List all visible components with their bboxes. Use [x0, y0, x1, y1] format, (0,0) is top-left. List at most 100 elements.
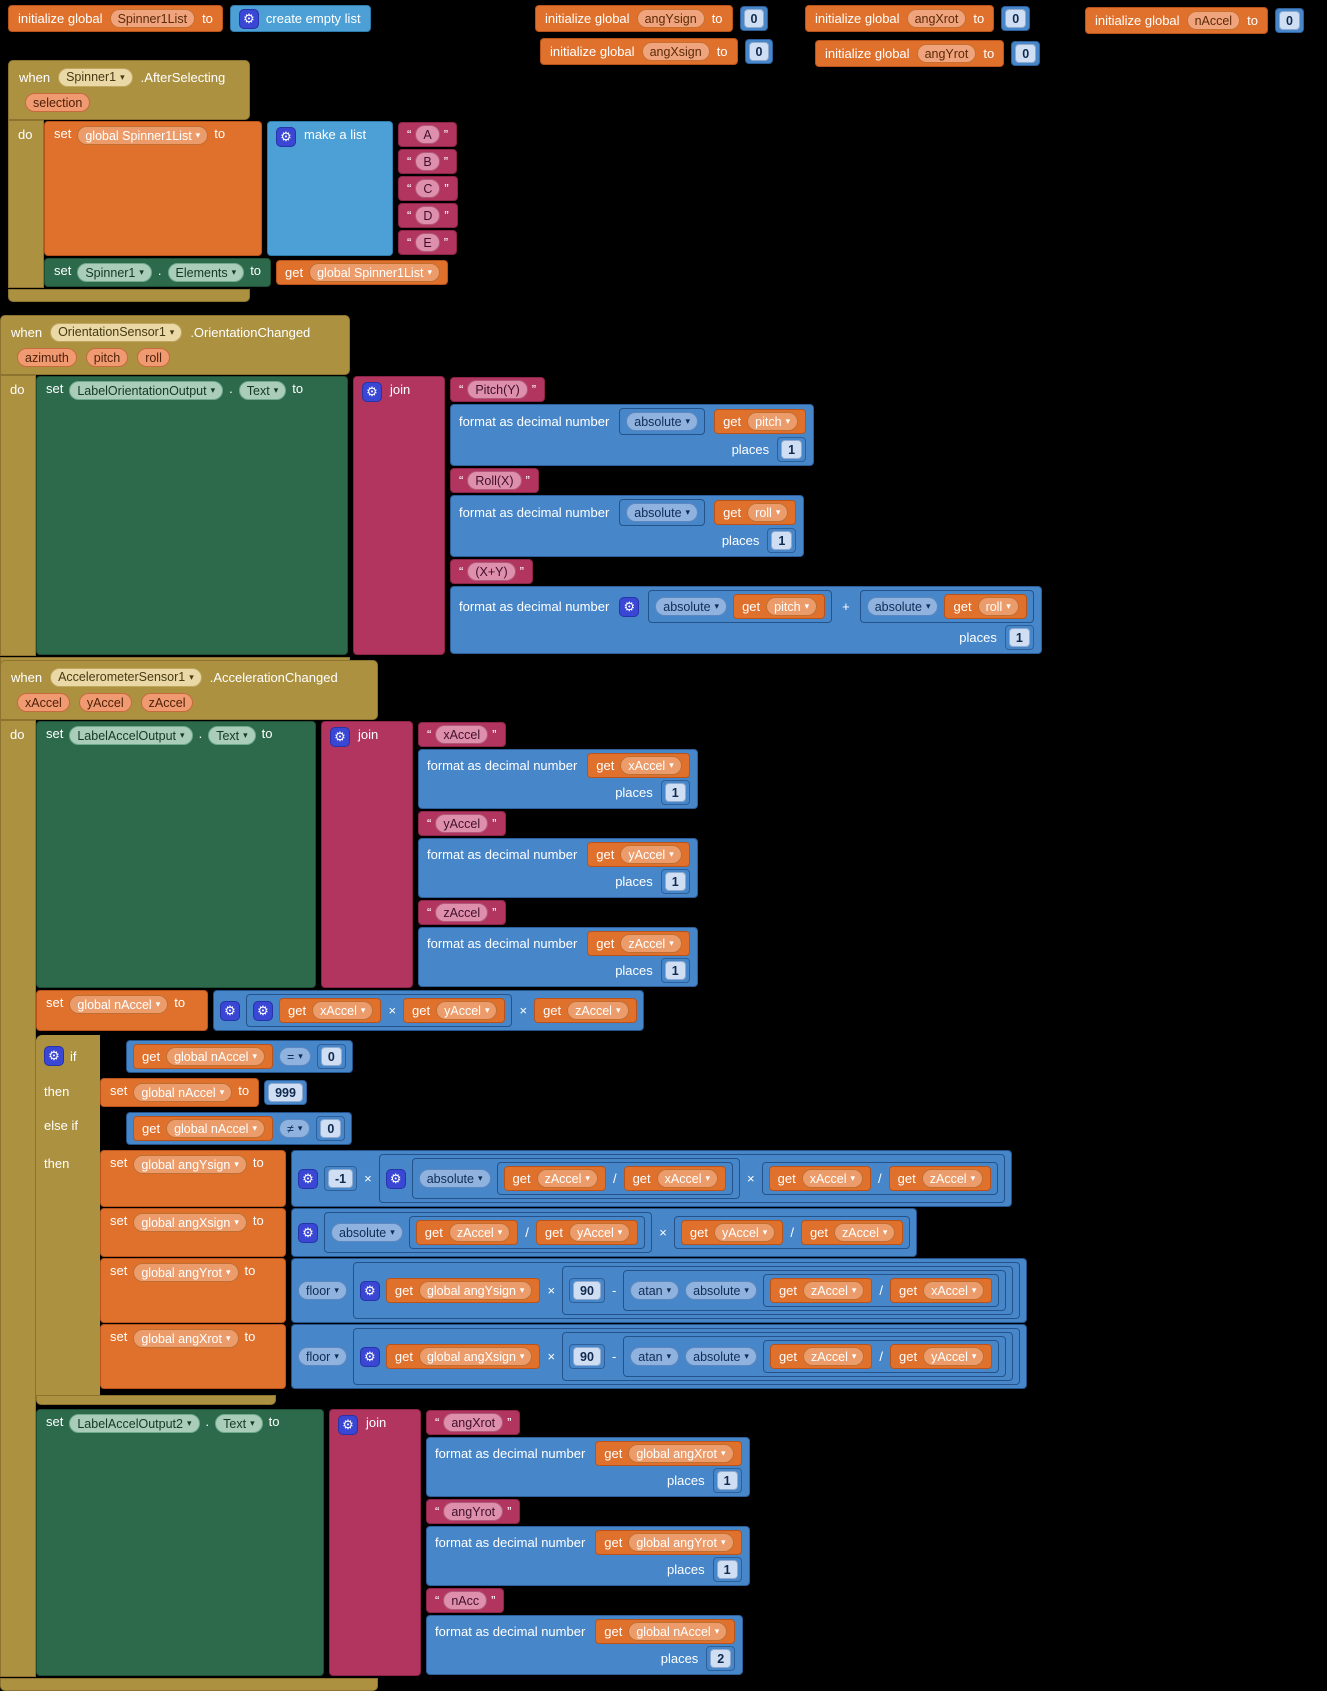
number-block[interactable]: 1: [712, 1557, 742, 1582]
math-op-dropdown[interactable]: absolute▾: [685, 1281, 757, 1300]
event-header[interactable]: when Spinner1▾ .AfterSelecting selection: [8, 60, 250, 120]
number-block[interactable]: 1: [660, 780, 690, 805]
join-strip[interactable]: ⚙ join: [353, 376, 445, 655]
init-global-nAccel[interactable]: initialize global nAccel to 0: [1085, 7, 1304, 34]
mutator-gear-icon[interactable]: ⚙: [330, 727, 350, 747]
property-dropdown[interactable]: Text▾: [238, 381, 287, 400]
number-value[interactable]: 0: [1005, 9, 1027, 28]
variable-dropdown[interactable]: zAccel▾: [834, 1223, 896, 1242]
variable-dropdown[interactable]: yAccel▾: [923, 1347, 985, 1366]
variable-dropdown[interactable]: pitch▾: [766, 597, 818, 616]
variable-dropdown[interactable]: xAccel▾: [620, 756, 682, 775]
text-string-block[interactable]: “Pitch(Y)”: [450, 377, 546, 402]
text-string-block[interactable]: “C”: [398, 176, 458, 201]
set-property-block[interactable]: set Spinner1▾ . Elements▾ to: [44, 258, 272, 287]
variable-dropdown[interactable]: zAccel▾: [803, 1347, 865, 1366]
set-variable-block[interactable]: set global angXsign▾ to: [100, 1208, 286, 1257]
number-value[interactable]: 0: [1015, 44, 1037, 63]
variable-dropdown[interactable]: global nAccel▾: [628, 1622, 728, 1641]
init-block[interactable]: initialize global angYsign to: [535, 5, 733, 32]
init-global-spinner1list[interactable]: initialize global Spinner1List to ⚙ crea…: [8, 5, 371, 32]
set-variable-block[interactable]: set global angYrot▾ to: [100, 1258, 286, 1323]
mutator-gear-icon[interactable]: ⚙: [619, 596, 640, 617]
string-field[interactable]: B: [415, 152, 440, 171]
init-block[interactable]: initialize global Spinner1List to: [8, 5, 223, 32]
math-op-dropdown[interactable]: atan▾: [630, 1281, 680, 1300]
number-block[interactable]: 0: [1274, 8, 1304, 33]
join-strip[interactable]: ⚙ join: [329, 1409, 421, 1676]
number-value[interactable]: 0: [743, 9, 765, 28]
set-variable-block[interactable]: set global nAccel▾ to: [36, 990, 208, 1031]
number-block[interactable]: 2: [706, 1646, 736, 1671]
text-string-block[interactable]: “Roll(X)”: [450, 468, 539, 493]
property-dropdown[interactable]: Text▾: [215, 1414, 263, 1433]
set-property-block[interactable]: set LabelAccelOutput2▾ . Text▾ to: [36, 1409, 324, 1676]
variable-dropdown[interactable]: global angYrot▾: [133, 1263, 239, 1282]
string-field[interactable]: C: [415, 179, 441, 198]
variable-dropdown[interactable]: yAccel▾: [436, 1001, 498, 1020]
text-string-block[interactable]: “D”: [398, 203, 458, 228]
number-value[interactable]: 0: [320, 1047, 342, 1066]
comparator-dropdown[interactable]: =▾: [278, 1047, 311, 1066]
component-dropdown[interactable]: Spinner1▾: [77, 263, 152, 282]
variable-dropdown[interactable]: roll▾: [977, 597, 1019, 616]
init-global-angXrot[interactable]: initialize global angXrot to 0: [805, 5, 1031, 32]
when-spinner1-afterselecting-block[interactable]: when Spinner1▾ .AfterSelecting selection…: [8, 60, 458, 302]
string-field[interactable]: nAcc: [443, 1591, 488, 1610]
variable-dropdown[interactable]: yAccel▾: [568, 1223, 631, 1242]
number-block[interactable]: 999: [264, 1080, 307, 1105]
number-value[interactable]: 1: [664, 961, 686, 980]
comparator-dropdown[interactable]: ≠▾: [278, 1119, 311, 1138]
text-string-block[interactable]: “xAccel”: [418, 722, 506, 747]
number-block[interactable]: 0: [316, 1116, 346, 1141]
number-block[interactable]: 0: [744, 39, 774, 64]
variable-dropdown[interactable]: global angXsign▾: [418, 1347, 533, 1366]
number-value[interactable]: 0: [748, 42, 770, 61]
string-field[interactable]: Pitch(Y): [467, 380, 528, 399]
number-value[interactable]: 1: [664, 872, 686, 891]
number-block[interactable]: 0: [739, 6, 769, 31]
set-global-angysign-statement[interactable]: set global angYsign▾ to ⚙ -1 × ⚙: [100, 1150, 1013, 1207]
mutator-gear-icon[interactable]: ⚙: [298, 1222, 318, 1243]
variable-dropdown[interactable]: zAccel▾: [620, 934, 682, 953]
number-block[interactable]: 1: [660, 869, 690, 894]
number-block[interactable]: 1: [1004, 625, 1034, 650]
variable-dropdown[interactable]: global angXsign▾: [133, 1213, 247, 1232]
join-block[interactable]: ⚙ join “Pitch(Y)” format as decimal numb…: [353, 376, 1042, 655]
set-labelorientationoutput-text-statement[interactable]: set LabelOrientationOutput▾ . Text▾ to ⚙…: [36, 376, 1042, 655]
text-string-block[interactable]: “angYrot”: [426, 1499, 521, 1524]
text-string-block[interactable]: “A”: [398, 122, 458, 147]
variable-dropdown[interactable]: zAccel▾: [803, 1281, 865, 1300]
variable-dropdown[interactable]: global Spinner1List▾: [309, 263, 440, 282]
number-block[interactable]: 1: [712, 1468, 742, 1493]
set-variable-block[interactable]: set global angXrot▾ to: [100, 1324, 286, 1389]
string-field[interactable]: (X+Y): [467, 562, 516, 581]
